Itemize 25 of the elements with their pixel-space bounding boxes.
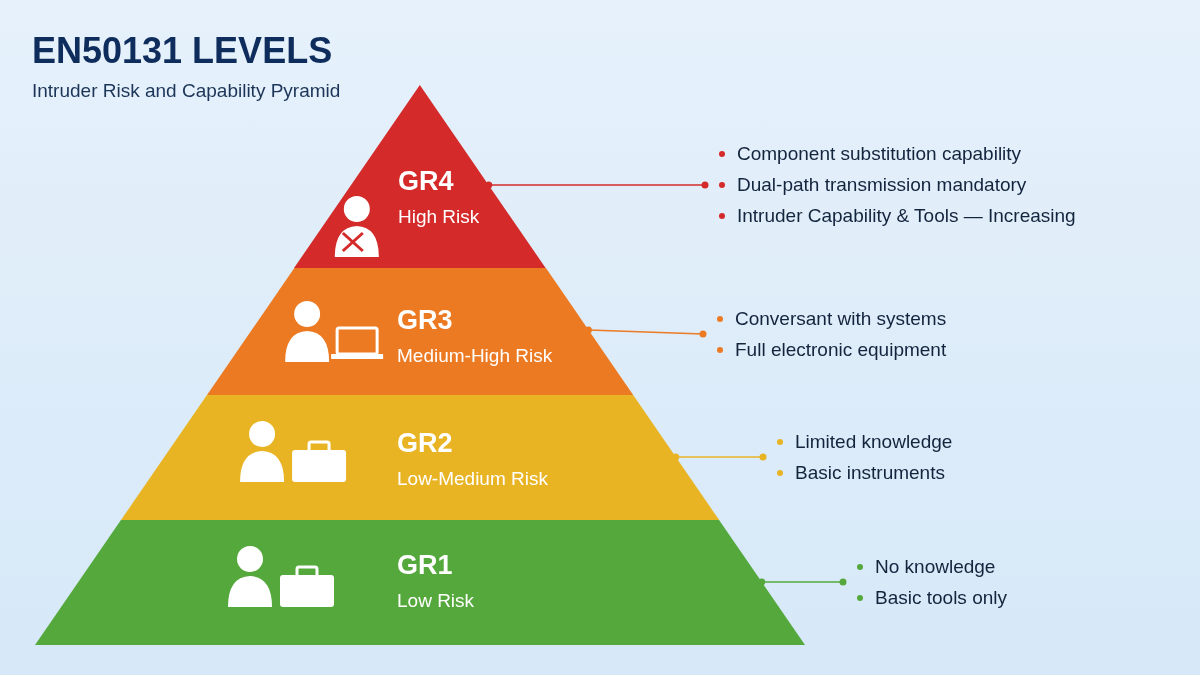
list-item-text: Basic tools only: [875, 586, 1007, 609]
leader-line: [485, 181, 709, 189]
risk-label: Low Risk: [397, 590, 475, 612]
leader-line: [672, 453, 767, 461]
list-item-text: Conversant with systems: [735, 307, 947, 330]
list-item-text: Component substitution capability: [737, 143, 1022, 165]
list-item-text: Dual-path transmission mandatory: [737, 174, 1027, 196]
pyramid-tier: [206, 268, 634, 395]
subtitle-text: Intruder Risk and Capability Pyramid: [32, 80, 341, 102]
list-item-text: Full electronic equipment: [735, 338, 947, 361]
title-text: EN50131 LEVELS: [32, 30, 333, 72]
list-item-text: Basic instruments: [795, 461, 945, 484]
risk-label: Medium-High Risk: [397, 345, 553, 367]
risk-label: High Risk: [398, 206, 480, 228]
level-code: GR2: [397, 428, 453, 459]
leader-line: [758, 578, 847, 586]
pyramid-tier: [120, 395, 720, 520]
level-code: GR4: [398, 166, 454, 197]
list-item-text: Limited knowledge: [795, 430, 953, 453]
list-item-text: Intruder Capability & Tools — Increasing: [737, 205, 1076, 227]
risk-label: Low-Medium Risk: [397, 468, 548, 490]
pyramid-tier: [35, 520, 805, 645]
level-code: GR3: [397, 305, 453, 336]
level-code: GR1: [397, 550, 453, 581]
list-item-text: No knowledge: [875, 555, 996, 578]
